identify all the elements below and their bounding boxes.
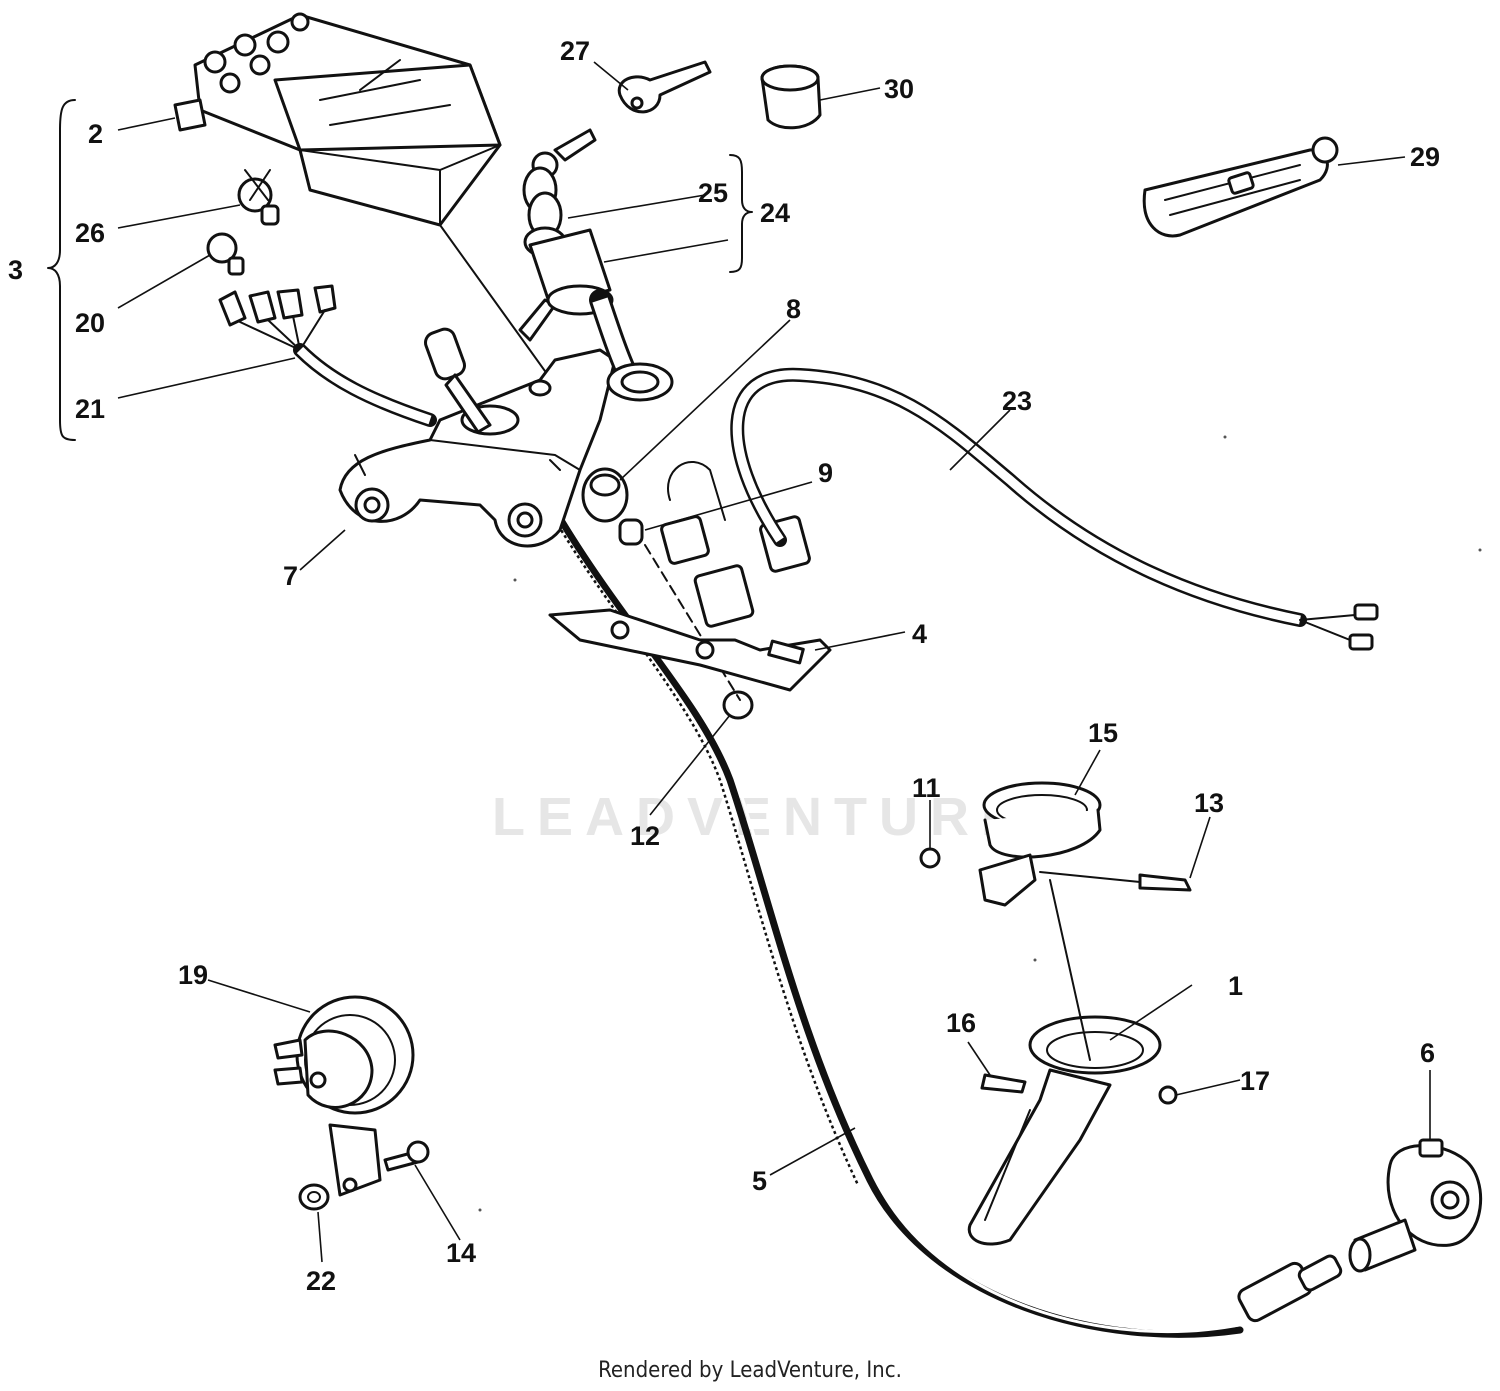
relay-plate-drawing xyxy=(548,460,832,692)
callout-9: 9 xyxy=(818,458,833,488)
callout-26: 26 xyxy=(75,218,105,248)
callout-24: 24 xyxy=(760,198,790,228)
callout-4: 4 xyxy=(912,619,927,649)
callout-14: 14 xyxy=(446,1238,476,1268)
callout-23: 23 xyxy=(1002,386,1032,416)
grommet-drawings xyxy=(581,467,754,720)
meter-assembly-drawing xyxy=(173,12,556,386)
callout-22: 22 xyxy=(306,1266,336,1296)
credit-text: Rendered by LeadVenture, Inc. xyxy=(598,1358,902,1383)
callout-21: 21 xyxy=(75,394,105,424)
callout-2: 2 xyxy=(88,119,103,149)
leader-lines xyxy=(117,61,1431,1263)
callout-3: 3 xyxy=(8,255,23,285)
callout-16: 16 xyxy=(946,1008,976,1038)
callout-27: 27 xyxy=(560,36,590,66)
horn-drawing xyxy=(273,995,430,1211)
callout-30: 30 xyxy=(884,74,914,104)
callout-15: 15 xyxy=(1088,718,1118,748)
callout-1: 1 xyxy=(1228,971,1243,1001)
key-holder-drawing xyxy=(1142,136,1339,238)
meter-bracket-drawing xyxy=(338,298,617,548)
callout-29: 29 xyxy=(1410,142,1440,172)
callout-13: 13 xyxy=(1194,788,1224,818)
key-drawing xyxy=(617,60,712,114)
clamp-band-lower-drawing xyxy=(967,879,1178,1246)
callout-12: 12 xyxy=(630,821,660,851)
callout-7: 7 xyxy=(283,561,298,591)
ignition-switch-drawing xyxy=(522,128,674,402)
callout-6: 6 xyxy=(1420,1038,1435,1068)
callout-5: 5 xyxy=(752,1166,767,1196)
cap-drawing xyxy=(760,64,822,130)
watermark-text: LEADVENTURE xyxy=(492,787,1029,847)
stray-dots xyxy=(478,435,1482,1212)
clamp-band-upper-drawing xyxy=(919,781,1192,907)
callout-25: 25 xyxy=(698,178,728,208)
lead-wire-drawing xyxy=(730,367,1379,651)
group-brackets xyxy=(47,99,753,441)
callout-labels: 1 2 3 4 5 6 7 8 9 11 12 13 14 15 16 17 1… xyxy=(8,36,1440,1296)
wire-harness-drawing xyxy=(218,284,437,427)
callout-17: 17 xyxy=(1240,1066,1270,1096)
callout-8: 8 xyxy=(786,294,801,324)
bulb-drawings xyxy=(206,169,280,276)
speedometer-gearbox-drawing xyxy=(1348,1138,1483,1273)
callout-20: 20 xyxy=(75,308,105,338)
callout-19: 19 xyxy=(178,960,208,990)
callout-11: 11 xyxy=(912,773,941,803)
